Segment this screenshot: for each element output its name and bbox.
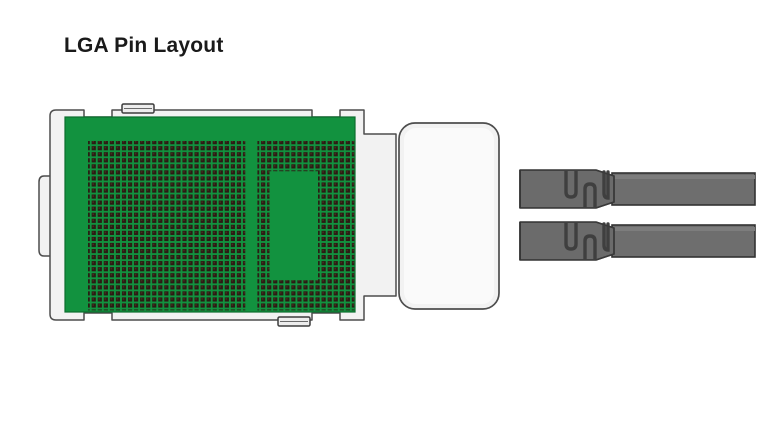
page-title: LGA Pin Layout — [64, 34, 224, 57]
strain-relief-lower — [519, 221, 615, 261]
cable-lower — [611, 224, 756, 258]
strain-relief-upper — [519, 169, 615, 209]
pin-grid-array — [88, 141, 355, 311]
connector-block — [398, 122, 500, 310]
cable-upper — [611, 172, 756, 206]
